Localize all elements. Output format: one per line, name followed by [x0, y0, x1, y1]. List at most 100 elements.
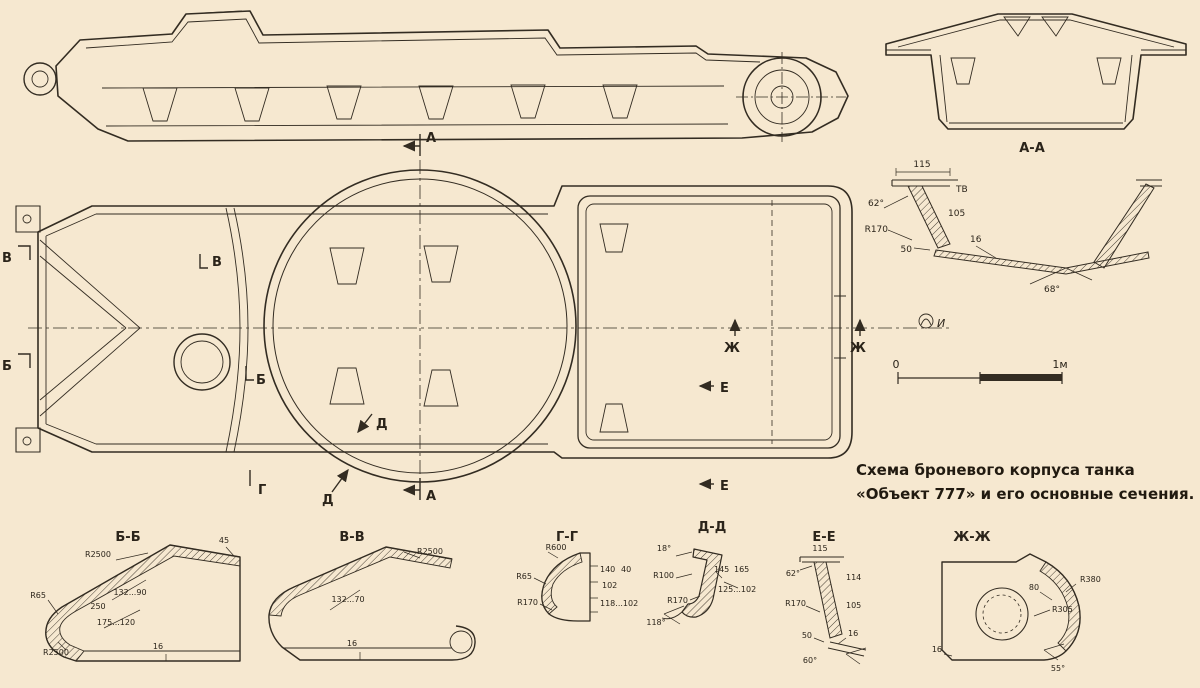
bb-dim-range1: 132...90: [113, 588, 146, 597]
rear-outline: [885, 13, 1187, 130]
vv-dim-r2500: R2500: [417, 547, 443, 556]
tow-tab-hole-bottom: [22, 436, 32, 446]
aa-wall-band: [907, 185, 951, 249]
plan-section-marker-letters: А А В В Б Б Г Д Д Е Е Ж Ж: [2, 131, 866, 508]
vv-armor-band: [268, 546, 453, 617]
vv-dim-range: 132...70: [331, 595, 364, 604]
hull-side-view: [23, 10, 849, 142]
zh-dim-leaders: [943, 583, 1077, 661]
marker-zh-left: Ж: [724, 341, 740, 356]
gg-dim-r600: R600: [546, 543, 567, 552]
zh-opening-outer: [975, 587, 1029, 641]
marker-a-bottom: А: [426, 489, 436, 504]
gg-dim-140: 140: [600, 565, 615, 574]
zh-dim-16: 16: [932, 645, 942, 654]
hull-side-inner-lines: [85, 10, 761, 127]
marker-zh-right: Ж: [850, 341, 866, 356]
aa-dim-68: 68°: [1044, 285, 1060, 295]
section-vv-title: В-В: [339, 530, 364, 545]
bow-plate-edges: [39, 239, 141, 417]
aa-dim-tv: ТВ: [955, 185, 968, 195]
zh-armor-band: [1039, 561, 1081, 652]
aa-dim-62: 62°: [868, 199, 884, 209]
ee-dim-r170: R170: [785, 599, 806, 608]
center-symbol-flourish: [920, 318, 932, 326]
dd-dim-165: 165: [734, 565, 749, 574]
plan-tow-tabs: [15, 205, 41, 453]
ee-dim-16: 16: [848, 629, 858, 638]
center-symbol: И: [918, 313, 945, 330]
ee-dim-115: 115: [812, 544, 827, 553]
scale-bar: 0 1м: [893, 358, 1068, 384]
bb-dim-45: 45: [219, 536, 229, 545]
engine-bay-outer: [577, 195, 841, 449]
marker-g-bottom: Г: [258, 483, 266, 498]
section-vv: В-В R2500 132...70 16: [268, 530, 476, 661]
driver-hatch-inner: [180, 340, 224, 384]
scale-filled-segment: [980, 374, 1062, 381]
plan-inner-lines: [45, 213, 548, 445]
ee-dim-50: 50: [802, 631, 812, 640]
marker-v-inner-line: [199, 254, 208, 269]
vv-dim-leaders: [329, 551, 421, 660]
marker-a-top: А: [426, 131, 436, 146]
marker-a-bottom-line: [404, 478, 421, 500]
ring-trapezoids: [329, 245, 459, 407]
zh-dim-80: 80: [1029, 583, 1039, 592]
bb-dim-r2500-top: R2500: [85, 550, 111, 559]
section-zh: Ж-Ж 80 R380 R305 16 55°: [932, 530, 1101, 673]
ee-dim-leaders: [799, 565, 867, 665]
dd-dim-leaders: [663, 551, 739, 625]
gg-dim-leaders: [533, 551, 598, 613]
scale-zero: 0: [893, 358, 900, 371]
hull-side-outline: [55, 10, 849, 142]
zh-dim-r380: R380: [1080, 575, 1101, 584]
center-symbol-letter: И: [937, 317, 945, 330]
marker-v-left: В: [2, 251, 12, 266]
dd-dim-r100: R100: [653, 571, 674, 580]
suspension-stops: [142, 84, 638, 122]
engine-bay-brackets: [834, 295, 846, 359]
marker-d-bottom: Д: [322, 493, 334, 508]
gg-dim-r170: R170: [517, 598, 538, 607]
dd-foot-curve: [661, 611, 683, 620]
marker-b-left-line: [18, 353, 31, 368]
bb-dim-250: 250: [90, 602, 105, 611]
marker-d-inner-line: [357, 413, 373, 434]
marker-e-inner: Е: [720, 381, 729, 396]
gg-dim-r65: R65: [516, 572, 532, 581]
center-symbol-circle: [918, 313, 934, 329]
rear-hooks: [950, 57, 1122, 85]
caption-line-2: «Объект 777» и его основные сечения.: [856, 485, 1195, 503]
bb-dim-leaders: [47, 546, 235, 661]
hull-rear-view: [885, 13, 1187, 130]
engine-bay-inner: [585, 203, 833, 441]
section-aa: А-А 115 ТВ 62° R170 105 50 16 68°: [865, 141, 1162, 295]
tow-tab-hole-top: [22, 214, 32, 224]
bb-dim-range2: 175...120: [97, 618, 135, 627]
bb-dim-r65: R65: [30, 591, 46, 600]
ee-dim-62: 62°: [786, 569, 800, 578]
aa-dim-leaders: [883, 168, 1093, 285]
bow-hook-inner: [31, 70, 49, 88]
section-aa-title: А-А: [1019, 141, 1045, 156]
aa-dim-r170: R170: [865, 225, 889, 235]
caption-line-1: Схема броневого корпуса танка: [856, 461, 1135, 479]
section-ee: Е-Е 115 62° 114 R170 105 50 16 60°: [785, 530, 867, 665]
caption: Схема броневого корпуса танка «Объект 77…: [856, 458, 1200, 506]
ee-wall-band: [813, 561, 843, 639]
aa-dim-115: 115: [913, 160, 930, 170]
aa-dim-16: 16: [970, 235, 982, 245]
driver-hatch-outer: [173, 333, 231, 391]
zh-dim-55: 55°: [1051, 664, 1065, 673]
marker-v-inner: В: [212, 255, 222, 270]
vv-dim-16: 16: [347, 639, 357, 648]
section-gg: Г-Г R600 R65 140 40 102 R170 118...102: [516, 530, 638, 622]
hull-plan-view: [15, 160, 952, 498]
section-gg-title: Г-Г: [556, 530, 578, 545]
section-ee-title: Е-Е: [812, 530, 835, 545]
section-bb: Б-Б R2500 45 132...90 250 R65 175...120 …: [30, 530, 241, 662]
engine-bay-trapezoids: [599, 223, 629, 433]
bb-dim-r2500-bottom: R2500: [43, 648, 69, 657]
section-zh-title: Ж-Ж: [953, 530, 990, 545]
